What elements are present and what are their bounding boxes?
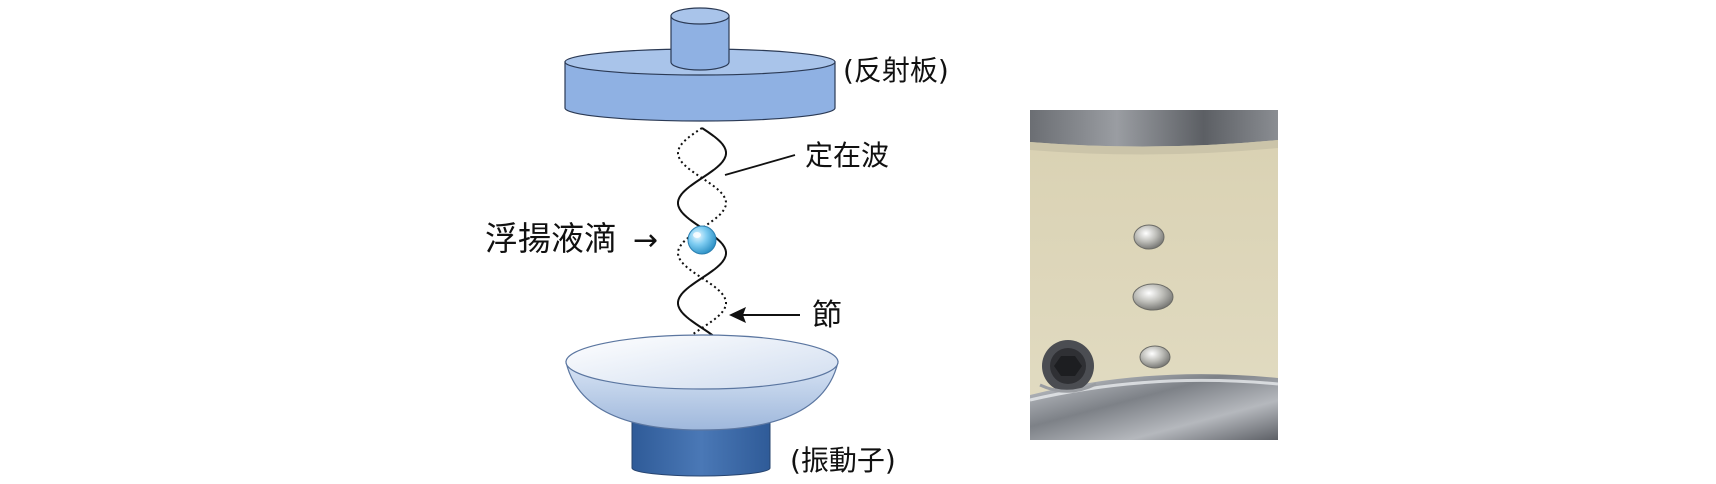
photo-droplet-1 [1133,224,1165,250]
droplet-label: 浮揚液滴 [485,219,617,258]
vibrator-label: (振動子) [790,444,896,477]
photo-droplet-3 [1139,345,1171,369]
reflector [564,7,836,122]
droplet-photograph [1029,110,1279,440]
node-arrow [729,307,800,323]
vibrator [565,334,839,477]
standing-wave-leader-line [724,154,796,176]
reflector-label: (反射板) [843,54,949,87]
node-label: 節 [812,298,842,333]
photo-droplet-2 [1132,283,1174,311]
standing-wave-label: 定在波 [805,139,889,172]
droplet-highlight [693,232,701,238]
levitated-droplet [687,225,717,255]
droplet-arrow-glyph: → [633,223,658,258]
standing-wave [677,127,727,369]
